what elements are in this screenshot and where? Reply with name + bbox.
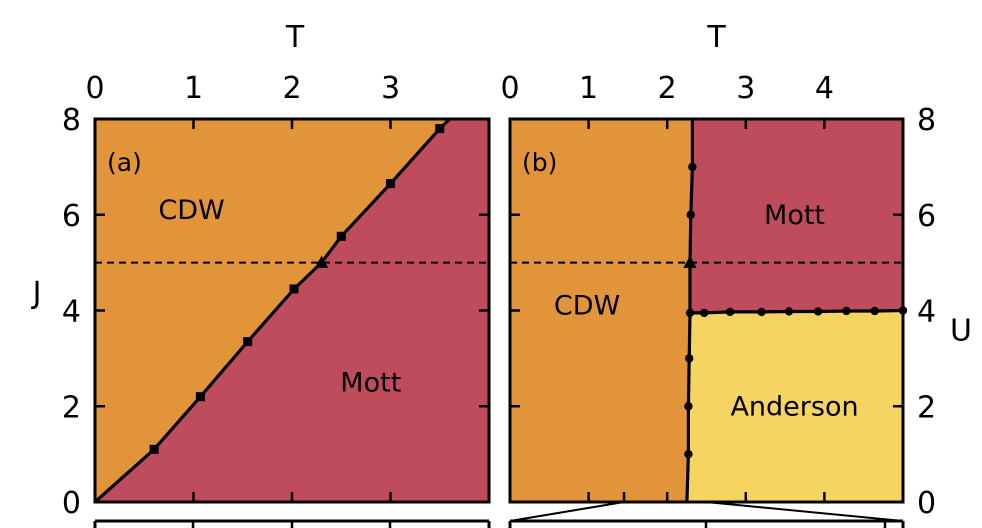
zoom-connector-right xyxy=(705,501,904,522)
panel-b-y-axis-label: U xyxy=(950,314,972,349)
panel-b-y-tick-label-4: 8 xyxy=(917,103,936,138)
panel-a-x-tick-label-2: 2 xyxy=(282,71,301,106)
panel-a-region-label-mott: Mott xyxy=(340,367,401,398)
panel-a-boundary-marker-0 xyxy=(149,444,159,454)
panel-b-horizontal-marker-4 xyxy=(813,307,823,316)
panel-a-y-axis-label: J xyxy=(31,275,42,310)
panel-b-y-tick-label-3: 6 xyxy=(917,199,936,234)
lower-panels-edge xyxy=(93,492,905,528)
panel-b-region-cdw xyxy=(510,119,693,502)
panel-b-x-axis-label: T xyxy=(706,20,726,55)
panel-b-horizontal-marker-1 xyxy=(725,307,735,317)
panel-a-x-tick-label-0: 0 xyxy=(85,71,104,106)
panel-b-horizontal-marker-5 xyxy=(842,306,851,316)
panel-b-vertical-marker-0 xyxy=(684,449,693,459)
panel-b-vertical-marker-3 xyxy=(685,308,695,318)
panel-a-frame xyxy=(93,117,491,504)
panel-b-region-label-anderson: Anderson xyxy=(730,391,858,422)
panel-b-x-tick-label-4: 4 xyxy=(815,71,834,106)
panel-a-y-tick-label-1: 2 xyxy=(62,390,81,425)
panel-a-x-tick-label-3: 3 xyxy=(381,71,400,106)
panel-b-triangle-marker xyxy=(683,255,697,268)
panel-b-tag: (b) xyxy=(522,148,557,177)
panel-a-y-tick-label-0: 0 xyxy=(62,486,81,521)
panel-b-x-tick-label-0: 0 xyxy=(500,71,519,106)
panel-a-boundary-marker-3 xyxy=(289,284,299,294)
panel-b-vertical-marker-4 xyxy=(686,210,695,219)
panel-b-x-tick-label-3: 3 xyxy=(736,71,755,106)
panel-b-region-mott xyxy=(690,119,903,313)
panel-b-y-tick-label-1: 2 xyxy=(917,390,936,425)
panel-a-x-tick-label-1: 1 xyxy=(184,71,203,106)
panel-a-boundary-marker-2 xyxy=(243,337,253,347)
panel-b-horizontal-marker-6 xyxy=(870,306,879,316)
zoom-connector-left xyxy=(509,501,625,522)
panel-a-boundary-line xyxy=(93,117,451,504)
panel-b-region-label-mott: Mott xyxy=(764,200,825,231)
panel-a-region-label-cdw: CDW xyxy=(158,195,224,226)
panel-b-vertical-marker-5 xyxy=(688,162,697,172)
panel-a-boundary-marker-4 xyxy=(336,231,346,241)
panel-b-region-label-cdw: CDW xyxy=(554,291,620,322)
panel-a-y-tick-label-3: 6 xyxy=(62,199,81,234)
panel-b: 0 1 2 3 4 0 2 4 6 8 T U (b) CDW Mott Anderson xyxy=(500,20,972,521)
panel-b-region-anderson xyxy=(686,310,903,502)
panel-b-horizontal-marker-3 xyxy=(784,307,794,316)
panel-b-vertical-marker-1 xyxy=(684,402,693,411)
panel-a-boundary-marker-1 xyxy=(195,392,205,402)
panel-a-y-tick-label-2: 4 xyxy=(62,295,81,330)
panel-b-horizontal-marker-0 xyxy=(699,308,709,318)
panel-b-x-tick-label-2: 2 xyxy=(658,71,677,106)
panel-b-x-tick-label-1: 1 xyxy=(579,71,598,106)
panel-b-y-tick-label-2: 4 xyxy=(917,295,936,330)
panel-b-y-tick-label-0: 0 xyxy=(917,486,936,521)
panel-a-triangle-marker xyxy=(314,255,329,268)
panel-a-y-tick-label-4: 8 xyxy=(62,103,81,138)
panel-a-tag: (a) xyxy=(107,148,142,177)
panel-a: 0 1 2 3 0 2 4 6 8 T J (a) CDW Mott xyxy=(31,20,491,521)
panel-b-horizontal-marker-2 xyxy=(757,307,766,317)
panel-a-boundary-marker-5 xyxy=(386,179,395,189)
panel-a-boundary-marker-6 xyxy=(435,124,445,134)
panel-a-x-axis-label: T xyxy=(285,20,305,55)
panel-b-vertical-marker-2 xyxy=(685,354,694,363)
